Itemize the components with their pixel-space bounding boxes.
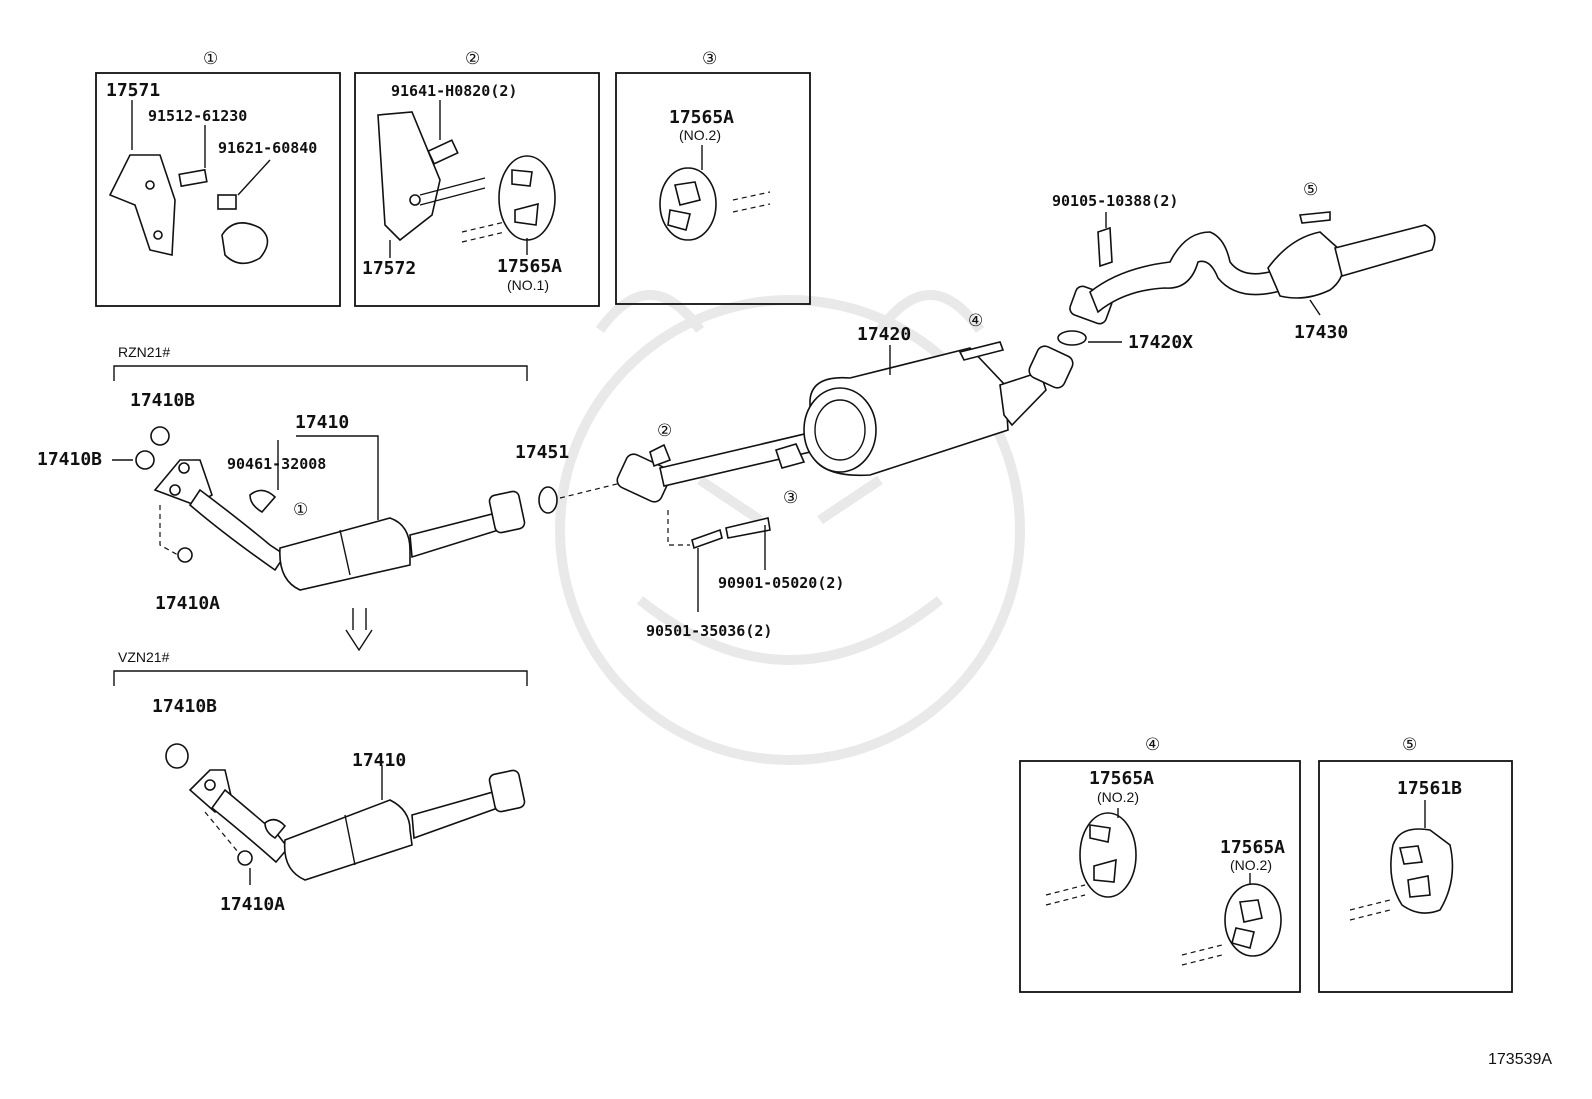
box5-parts (1349, 800, 1454, 921)
label-17571: 17571 (106, 80, 160, 101)
diagram-code: 173539A (1488, 1051, 1552, 1068)
label-17420: 17420 (857, 324, 911, 345)
label-90105-10388: 90105-10388(2) (1052, 192, 1178, 210)
label-17410b-top: 17410B (130, 390, 195, 411)
label-17565a-no1-sub: (NO.1) (507, 277, 549, 293)
rzn21-front-pipe-assembly (112, 426, 626, 591)
detail-box-2 (354, 72, 600, 307)
vzn21-bracket (113, 670, 528, 686)
label-17410-rzn: 17410 (295, 412, 349, 433)
callout-1-main: ① (293, 500, 308, 519)
callout-2-title: ② (465, 49, 480, 68)
detail-box-1 (95, 72, 341, 307)
label-91621-60840: 91621-60840 (218, 139, 317, 157)
box3-parts (659, 145, 771, 241)
callout-3-main: ③ (783, 488, 798, 507)
detail-box-4 (1019, 760, 1301, 993)
label-17410b-left: 17410B (37, 449, 102, 470)
label-91512-61230: 91512-61230 (148, 107, 247, 125)
callout-1-title: ① (203, 49, 218, 68)
watermark-emblem (555, 290, 1025, 765)
label-17565a-box4-a-sub: (NO.2) (1097, 789, 1139, 805)
callout-5-title: ⑤ (1402, 735, 1417, 754)
label-17451: 17451 (515, 442, 569, 463)
callout-4-title: ④ (1145, 735, 1160, 754)
label-17430: 17430 (1294, 322, 1348, 343)
label-90901-05020: 90901-05020(2) (718, 574, 844, 592)
label-17565a-box3-sub: (NO.2) (679, 127, 721, 143)
label-17410-vzn: 17410 (352, 750, 406, 771)
label-90501-35036: 90501-35036(2) (646, 622, 772, 640)
label-91641-h0820: 91641-H0820(2) (391, 82, 517, 100)
vzn21-front-pipe-assembly (165, 743, 526, 885)
label-vzn21: VZN21# (118, 649, 170, 665)
label-17420x: 17420X (1128, 332, 1193, 353)
detail-box-5 (1318, 760, 1513, 993)
callout-4-main: ④ (968, 311, 983, 330)
down-arrow-icon (345, 608, 373, 652)
box1-parts (108, 100, 271, 265)
detail-box-3 (615, 72, 811, 305)
label-17410a-rzn: 17410A (155, 593, 220, 614)
box4-parts (1045, 808, 1282, 966)
callout-2-main: ② (657, 421, 672, 440)
center-pipe-assembly (616, 330, 1122, 612)
label-17410a-vzn: 17410A (220, 894, 285, 915)
rzn21-bracket (113, 365, 528, 381)
label-17565a-box3: 17565A (669, 107, 734, 128)
label-rzn21: RZN21# (118, 344, 170, 360)
label-17565a-box4-b: 17565A (1220, 837, 1285, 858)
label-90461-32008: 90461-32008 (227, 455, 326, 473)
label-17565a-no1: 17565A (497, 256, 562, 277)
label-17410b-vzn: 17410B (152, 696, 217, 717)
label-17565a-box4-a: 17565A (1089, 768, 1154, 789)
box2-parts (377, 100, 556, 258)
callout-3-title: ③ (702, 49, 717, 68)
label-17572: 17572 (362, 258, 416, 279)
tail-pipe-assembly (1069, 211, 1436, 325)
callout-5-main: ⑤ (1303, 180, 1318, 199)
label-17565a-box4-b-sub: (NO.2) (1230, 857, 1272, 873)
label-17561b: 17561B (1397, 778, 1462, 799)
